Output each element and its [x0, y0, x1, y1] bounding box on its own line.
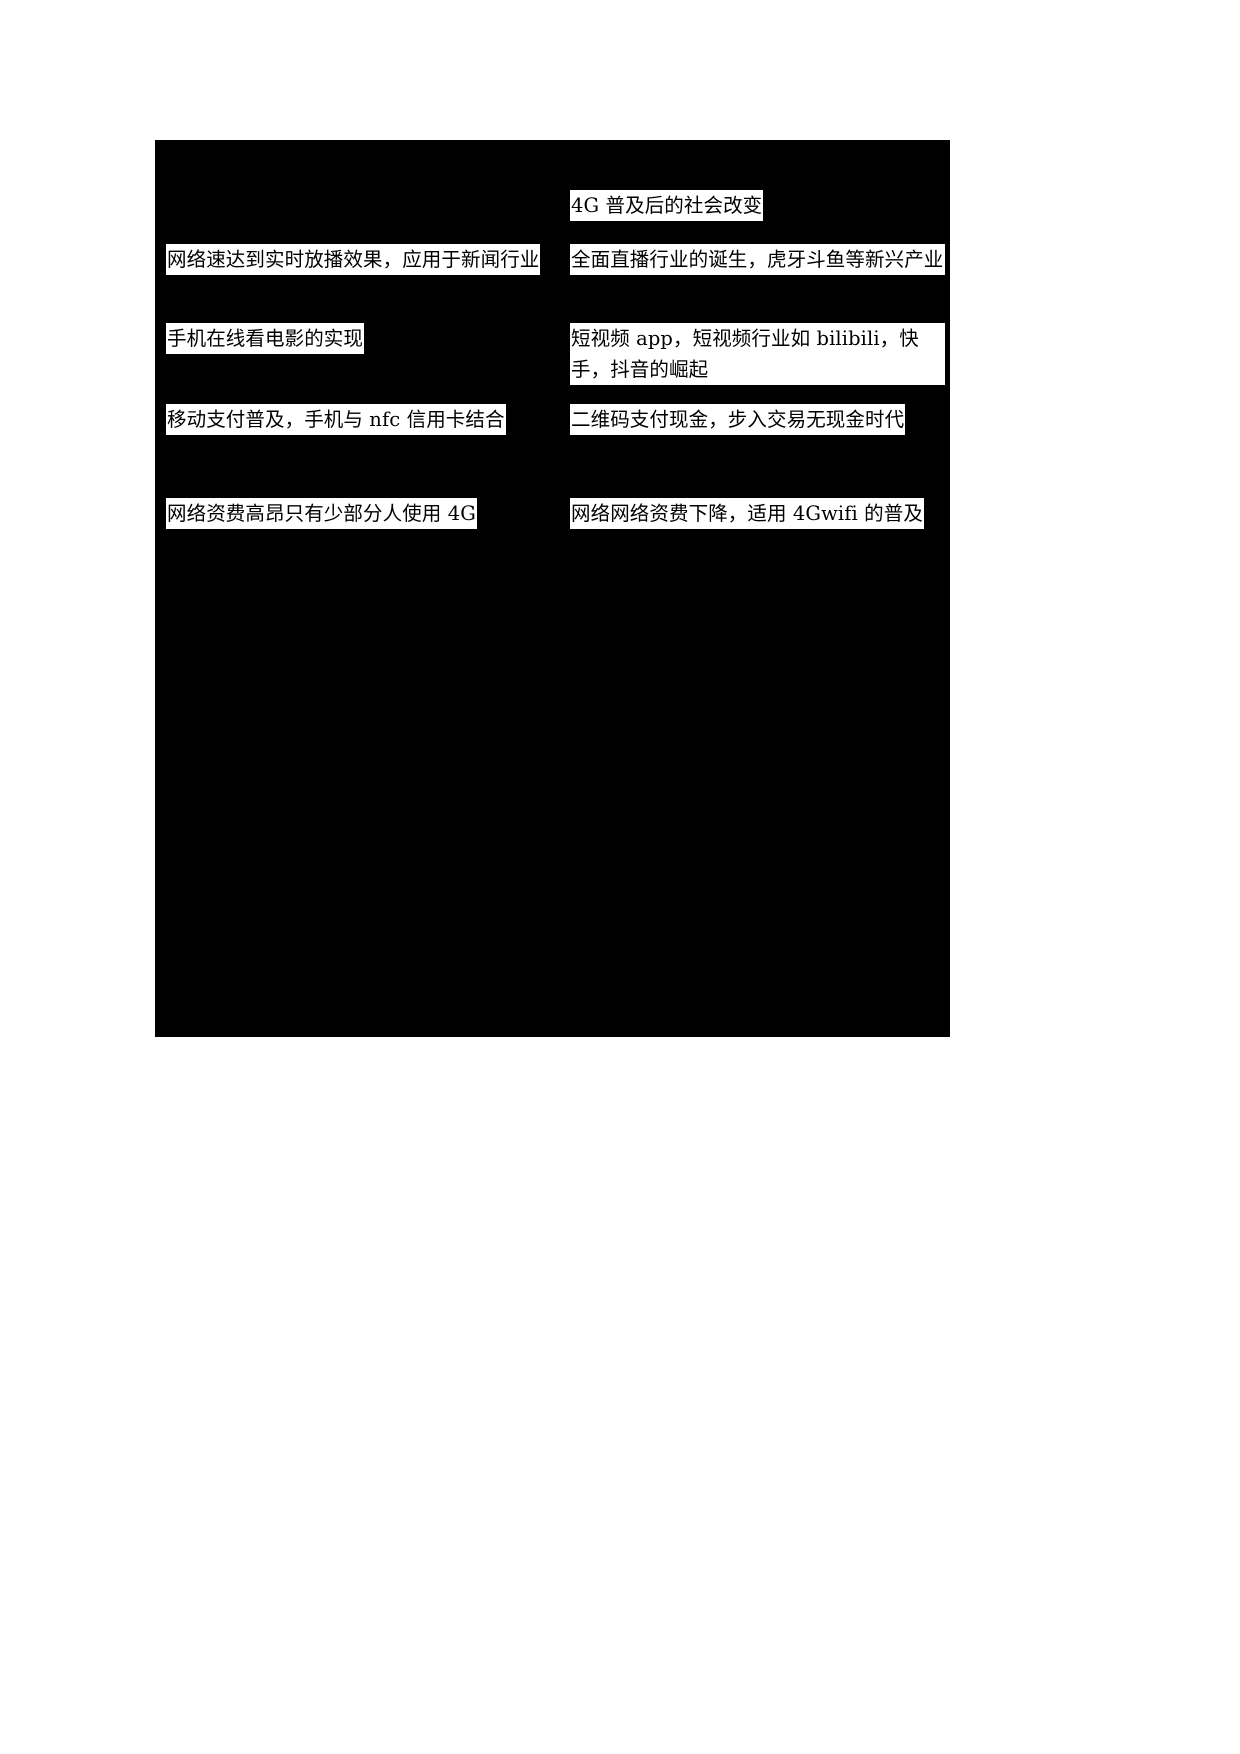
comparison-grid: 网络速达到实时放播效果，应用于新闻行业 手机在线看电影的实现 移动支付普及，手机…	[155, 140, 950, 1037]
cell-left-row-2: 手机在线看电影的实现	[166, 323, 365, 354]
cell-right-row-1-text: 全面直播行业的诞生，虎牙斗鱼等新兴产业	[571, 248, 944, 271]
cell-right-row-3: 二维码支付现金，步入交易无现金时代	[570, 404, 906, 435]
cell-right-row-2-text: 短视频 app，短视频行业如 bilibili，快手，抖音的崛起	[571, 327, 919, 381]
cell-right-row-2: 短视频 app，短视频行业如 bilibili，快手，抖音的崛起	[570, 323, 945, 385]
black-content-panel	[155, 140, 950, 1037]
cell-left-row-4: 网络资费高昂只有少部分人使用 4G	[166, 498, 477, 529]
comparison-header-right: 4G 普及后的社会改变	[570, 190, 764, 221]
cell-right-row-4: 网络网络资费下降，适用 4Gwifi 的普及	[570, 498, 924, 529]
column-after-4g: 4G 普及后的社会改变 全面直播行业的诞生，虎牙斗鱼等新兴产业 短视频 app，…	[570, 140, 945, 1037]
cell-left-row-1: 网络速达到实时放播效果，应用于新闻行业	[166, 244, 541, 275]
cell-right-row-1: 全面直播行业的诞生，虎牙斗鱼等新兴产业	[570, 244, 945, 275]
column-before-4g: 网络速达到实时放播效果，应用于新闻行业 手机在线看电影的实现 移动支付普及，手机…	[166, 140, 556, 1037]
cell-left-row-3: 移动支付普及，手机与 nfc 信用卡结合	[166, 404, 506, 435]
